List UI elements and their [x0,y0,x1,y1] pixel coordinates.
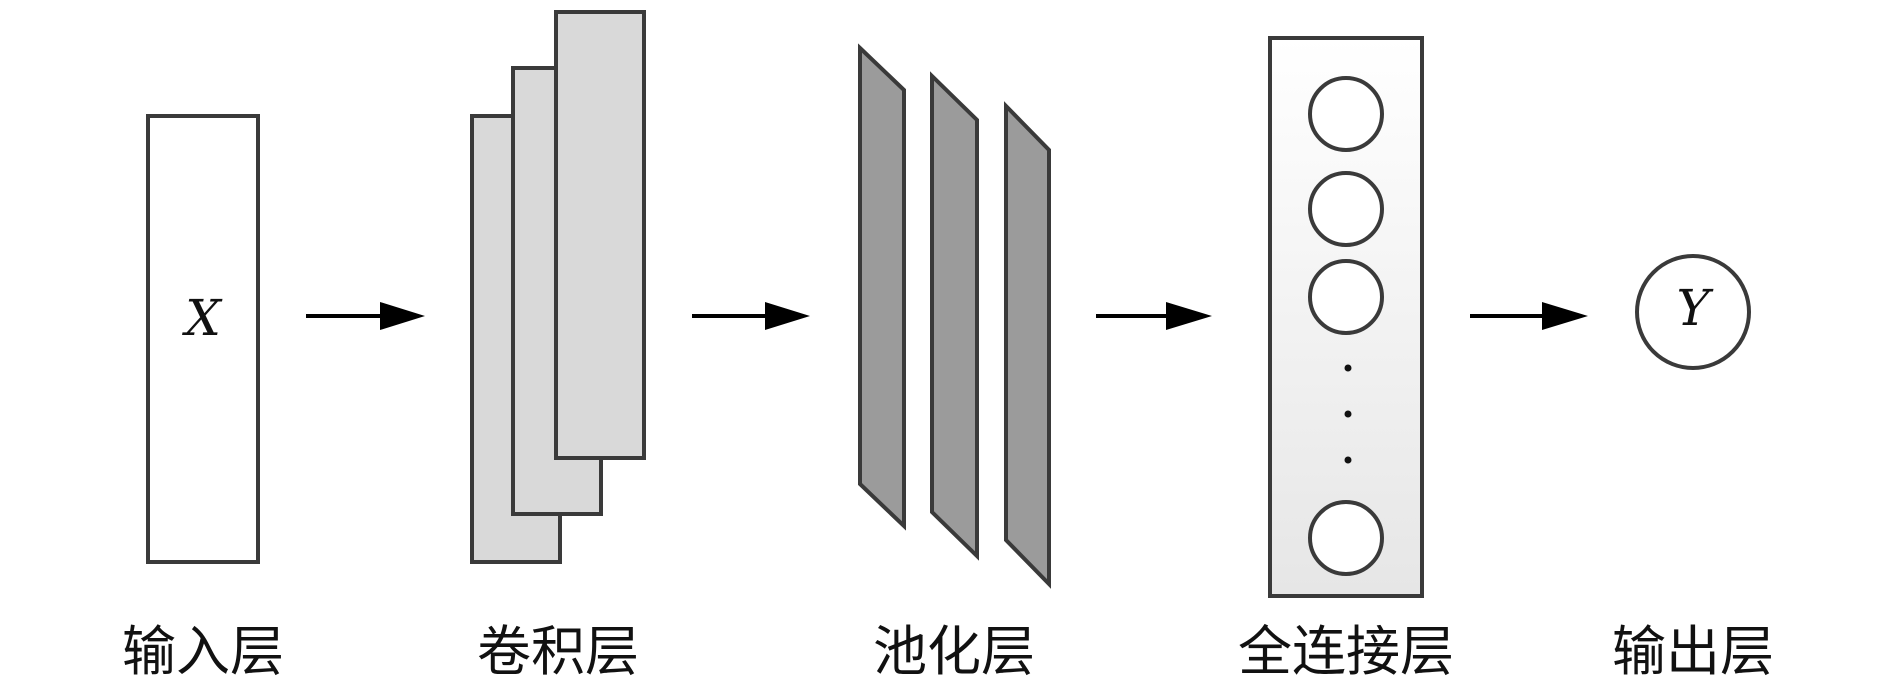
input-layer: X [146,114,260,564]
arrow-fc-to-output [1470,302,1588,330]
arrow-pool-to-fc [1096,302,1212,330]
conv-feature-map-3 [554,10,646,460]
fc-neuron-3 [1308,259,1384,335]
fc-layer-label: 全连接层 [1238,620,1454,683]
fc-ellipsis-dot-2 [1344,410,1352,418]
output-symbol: Y [1676,279,1713,337]
fc-ellipsis-dot-1 [1344,364,1352,372]
pool-map-2 [930,71,979,561]
input-symbol: X [181,289,223,347]
pool-map-3 [1004,101,1051,589]
input-layer-label: 输入层 [122,620,284,683]
fc-neuron-1 [1308,76,1384,152]
pool-map-1 [858,43,906,531]
fc-ellipsis-dot-3 [1344,456,1352,464]
output-layer-label: 输出层 [1612,620,1774,683]
pool-layer-label: 池化层 [873,620,1035,683]
conv-layer-label: 卷积层 [477,620,639,683]
conv-layer [470,10,646,564]
fc-layer [1268,36,1424,598]
input-box [146,114,260,564]
arrow-conv-to-pool [692,302,810,330]
fc-neuron-2 [1308,171,1384,247]
output-node [1635,254,1751,370]
arrow-input-to-conv [306,302,425,330]
fc-neuron-n [1308,500,1384,576]
output-layer: Y [1635,254,1751,370]
pool-layer [858,43,1051,589]
